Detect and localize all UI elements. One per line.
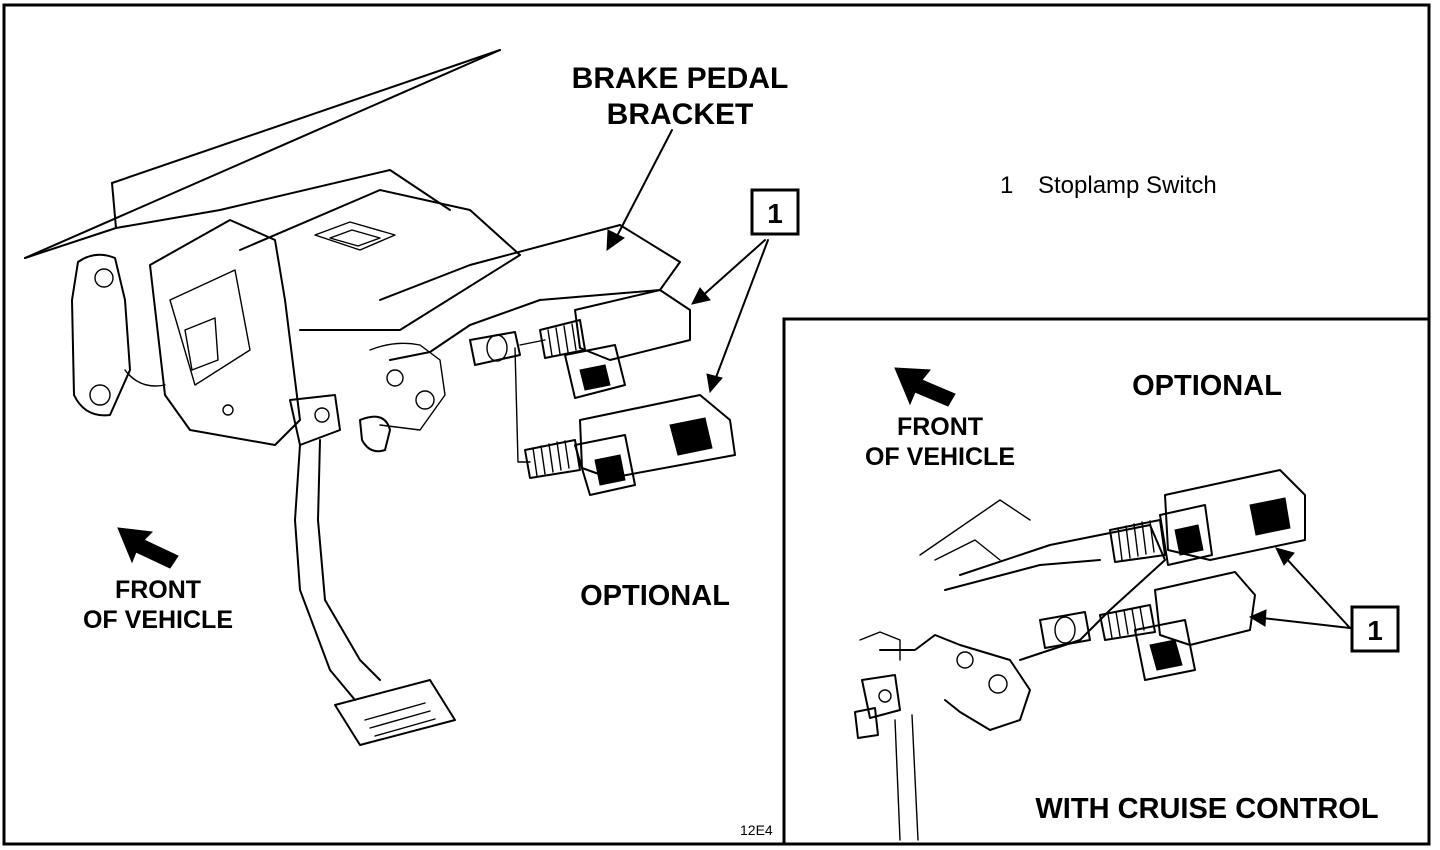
arrow-up-left-icon <box>117 527 179 569</box>
brake-pedal-drawing <box>289 394 456 746</box>
front-label-main-line2: OF VEHICLE <box>83 606 233 634</box>
inset-frame <box>782 317 1431 846</box>
inset-callout-arrowhead-lower <box>1248 609 1267 627</box>
inset-view: OPTIONAL FRONT OF VEHICLE <box>782 317 1431 846</box>
stoplamp-switch-upper <box>469 289 691 399</box>
inset-caption: WITH CRUISE CONTROL <box>1035 793 1378 825</box>
callout-number-inset: 1 <box>1367 615 1383 646</box>
callout-arrowhead-upper <box>691 287 711 305</box>
dash-panel-drawing <box>24 49 681 446</box>
optional-label-inset: OPTIONAL <box>1132 370 1282 402</box>
callout-arrowhead-lower <box>706 373 723 394</box>
inset-bracket-drawing <box>854 499 1166 841</box>
inset-callout-arrowhead-upper <box>1275 547 1295 566</box>
bracket-label-line2: BRACKET <box>607 98 754 131</box>
bracket-leader-arrowhead <box>606 229 625 252</box>
main-view: BRAKE PEDAL BRACKET 1 FRONT OF VEHICLE O… <box>24 49 800 838</box>
inset-callout-leader-upper <box>1284 556 1351 629</box>
inset-switch-upper <box>1109 469 1306 566</box>
callout-box-inset <box>1350 605 1400 653</box>
callout-box-main <box>750 188 800 236</box>
legend: 1 Stoplamp Switch <box>1000 172 1217 199</box>
optional-label-main: OPTIONAL <box>580 580 730 612</box>
bracket-label-line1: BRAKE PEDAL <box>572 62 789 95</box>
figure-code: 12E4 <box>740 822 773 838</box>
inset-switch-lower <box>1039 571 1256 681</box>
inset-callout-leader-lower <box>1261 617 1351 629</box>
callout-number-main: 1 <box>767 198 783 229</box>
arrow-up-left-icon <box>894 367 956 407</box>
front-label-main-line1: FRONT <box>115 576 201 604</box>
front-label-inset-line2: OF VEHICLE <box>865 443 1015 471</box>
stoplamp-switch-lower <box>514 347 736 496</box>
legend-item-text: Stoplamp Switch <box>1038 172 1217 199</box>
legend-item-number: 1 <box>1000 172 1013 199</box>
callout-leader-upper <box>699 239 766 299</box>
callout-leader-lower <box>714 239 769 381</box>
bracket-leader-arrow <box>614 129 673 241</box>
front-label-inset-line1: FRONT <box>897 413 983 441</box>
